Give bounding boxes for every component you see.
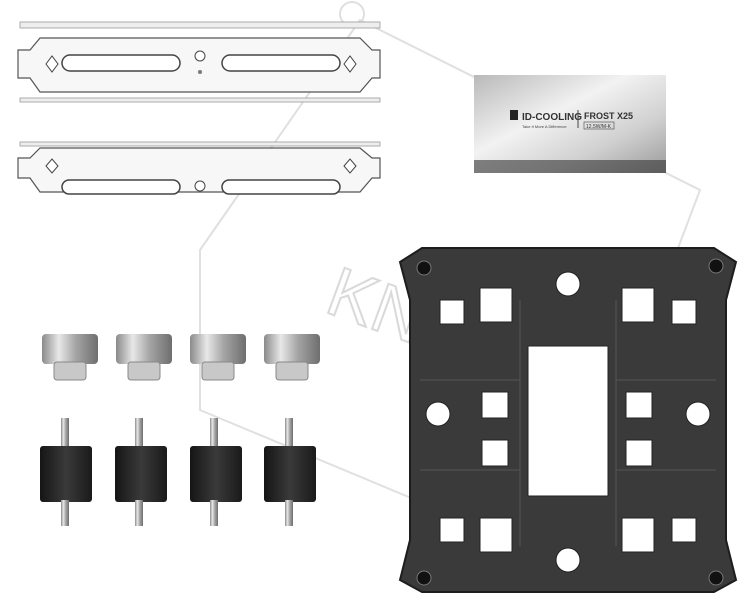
thumb-nuts <box>42 334 320 381</box>
mounting-bracket-bottom <box>17 141 381 195</box>
thumb-nut <box>190 334 246 381</box>
standoff <box>40 418 92 526</box>
mounting-bracket-top <box>17 21 381 103</box>
thermal-paste-packet: ID-COOLING Take It More A Difference FRO… <box>474 75 666 173</box>
paste-tagline: Take It More A Difference <box>522 124 567 129</box>
thumb-nut <box>116 334 172 381</box>
standoff <box>115 418 167 526</box>
thumb-nut <box>42 334 98 381</box>
standoffs <box>40 418 316 526</box>
standoff <box>190 418 242 526</box>
paste-spec: 12.5W/M-K <box>586 124 612 130</box>
backplate <box>398 247 738 593</box>
standoff <box>264 418 316 526</box>
paste-brand: ID-COOLING <box>522 112 582 123</box>
thumb-nut <box>264 334 320 381</box>
paste-model: FROST X25 <box>584 111 633 121</box>
